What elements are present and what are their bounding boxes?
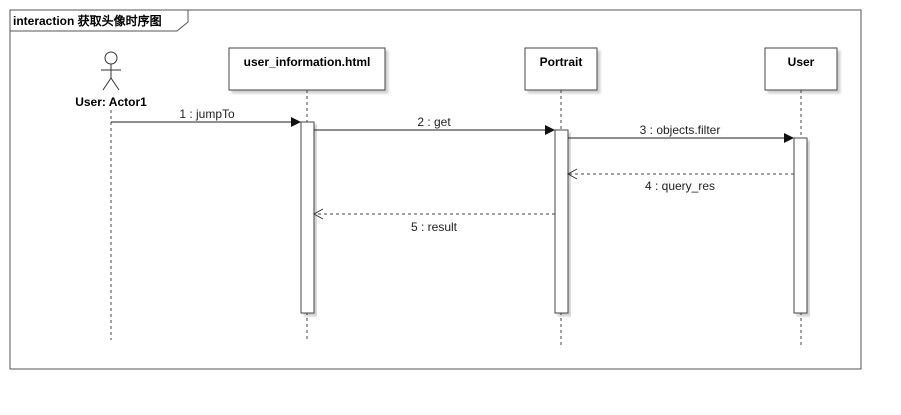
frame-title: interaction 获取头像时序图 [13,13,162,28]
lifeline-head-portrait [524,47,598,91]
message-4-label: 4 : query_res [645,179,715,193]
lifeline-user-information: user_information.html [228,47,386,340]
interaction-frame: interaction 获取头像时序图 [9,9,862,370]
lifeline-user: User [764,47,838,345]
activation-bar-portrait [554,129,569,314]
message-3-label: 3 : objects.filter [640,123,721,137]
actor-label: User: Actor1 [75,95,147,109]
message-1-arrowhead-icon [291,117,301,127]
lifeline-head-user-information [228,47,386,91]
message-2: 2 : get [314,115,555,135]
message-4-arrowhead-icon [566,168,578,180]
actor-figure-icon [101,51,121,91]
message-5-arrowhead-icon [312,208,324,220]
message-3-arrowhead-icon [784,133,794,143]
frame-title-tab [9,9,189,32]
message-5-label: 5 : result [411,220,458,234]
lifeline-portrait: Portrait [524,47,598,345]
frame-border [9,9,862,370]
activation-bar-user [793,137,808,314]
lifeline-head-user [764,47,838,91]
lifeline-label-user-information: user_information.html [244,55,371,69]
activation-bar-user-information [300,121,315,314]
message-3: 3 : objects.filter [568,123,794,143]
message-2-arrowhead-icon [545,125,555,135]
message-5: 5 : result [312,208,555,234]
message-1-label: 1 : jumpTo [179,107,235,121]
message-1: 1 : jumpTo [111,107,301,127]
message-2-label: 2 : get [417,115,451,129]
lifeline-label-portrait: Portrait [540,55,583,69]
message-4: 4 : query_res [566,168,794,193]
lifeline-label-user: User [788,55,815,69]
actor: User: Actor1 [75,51,147,340]
